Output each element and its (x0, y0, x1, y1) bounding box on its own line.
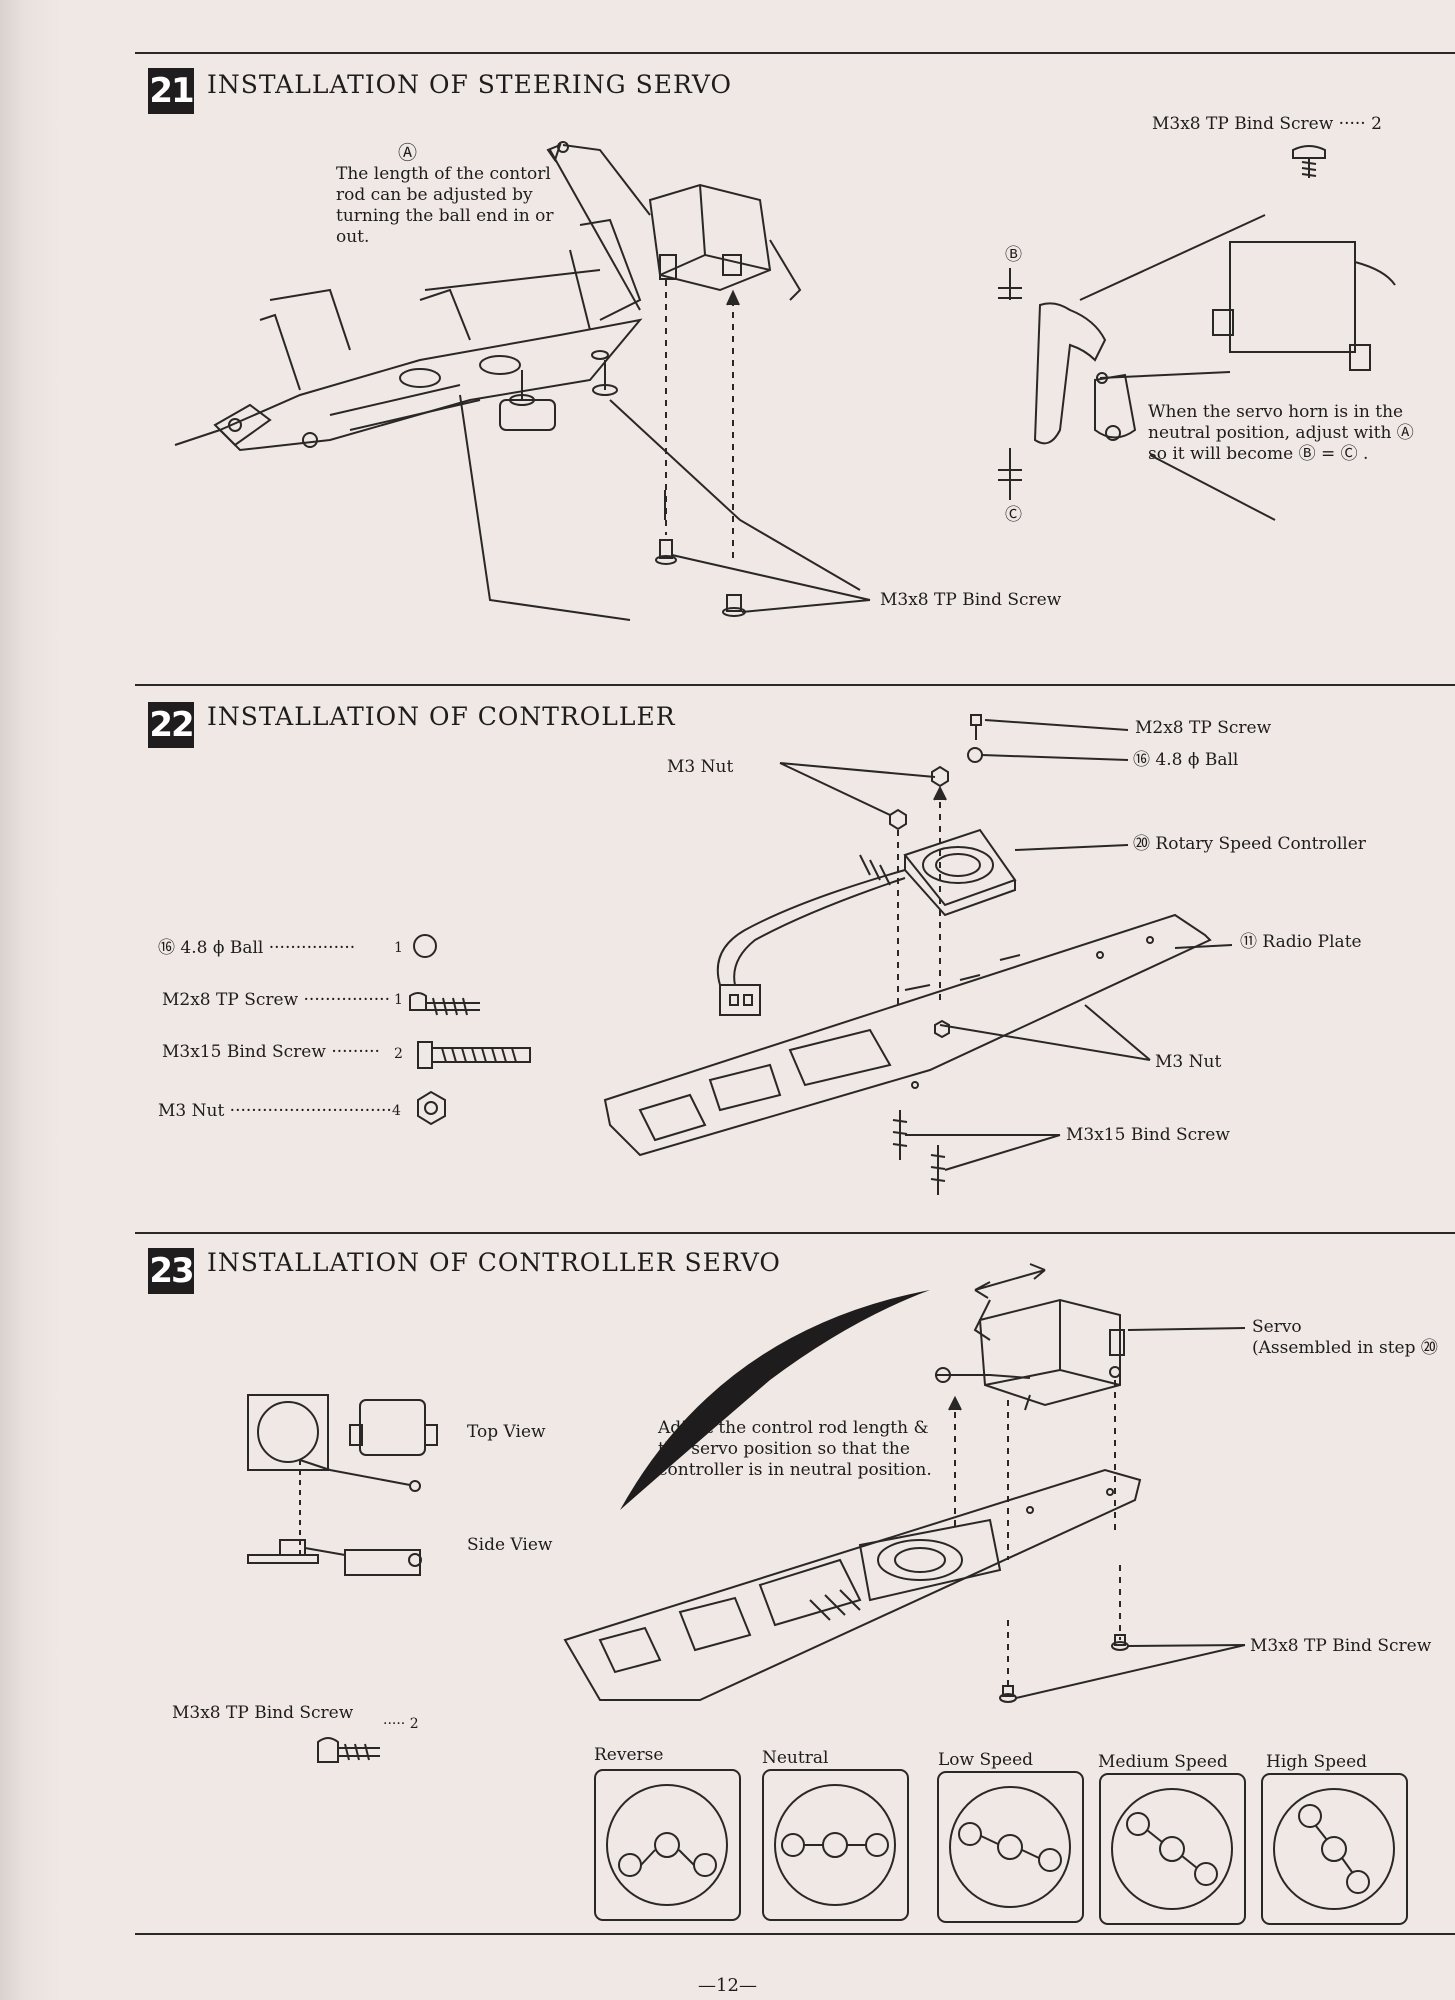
side-view-label: Side View (467, 1535, 553, 1555)
position-neutral-diagram (762, 1769, 909, 1921)
marker-b: Ⓑ (1005, 245, 1022, 265)
controller-assembly-drawing (603, 714, 1233, 1195)
servo-neutral-note: When the servo horn is in the neutral po… (1148, 402, 1414, 464)
servo-callout: Servo (1252, 1317, 1302, 1337)
position-label-reverse: Reverse (594, 1745, 664, 1765)
marker-a: Ⓐ (398, 142, 418, 164)
screw-callout: M3x8 TP Bind Screw (1250, 1636, 1432, 1656)
rod-adjust-note: The length of the contorl rod can be adj… (336, 164, 554, 247)
rotary-controller-callout: ⑳ Rotary Speed Controller (1133, 834, 1366, 854)
part-header: M3x8 TP Bind Screw ····· 2 (1152, 114, 1382, 134)
m2x8-callout: M2x8 TP Screw (1135, 718, 1272, 738)
top-view-label: Top View (467, 1422, 546, 1442)
m3x15-callout: M3x15 Bind Screw (1066, 1125, 1230, 1145)
part-qty: 2 (394, 1046, 403, 1062)
controller-servo-assembly-drawing (317, 1263, 1246, 1763)
ball-callout: ⑯ 4.8 ϕ Ball (1133, 750, 1239, 770)
part-qty: 1 (394, 940, 403, 956)
marker-c: Ⓒ (1005, 505, 1022, 525)
controller-positions-drawing (594, 1769, 1408, 1925)
part-list-m3-nut: M3 Nut ······························ (158, 1101, 392, 1121)
section-title: INSTALLATION OF CONTROLLER (207, 702, 676, 731)
section-rule (135, 1232, 1455, 1234)
m3-nut-callout: M3 Nut (667, 757, 734, 777)
position-high-diagram (1261, 1773, 1408, 1925)
page-edge (0, 0, 60, 2000)
position-label-medium: Medium Speed (1098, 1752, 1228, 1772)
adjust-note: Adjust the control rod length & the serv… (658, 1418, 932, 1480)
servo-views-drawing (247, 1394, 438, 1576)
part-list-m3x15: M3x15 Bind Screw ········· (162, 1042, 380, 1062)
section-rule (135, 52, 1455, 54)
position-label-neutral: Neutral (762, 1748, 829, 1768)
screw-callout: M3x8 TP Bind Screw (880, 590, 1062, 610)
part-qty: 1 (394, 992, 403, 1008)
footer-rule (135, 1933, 1455, 1935)
position-reverse-diagram (594, 1769, 741, 1921)
servo-assembled-note: (Assembled in step ⑳ (1252, 1338, 1438, 1358)
position-low-diagram (937, 1771, 1084, 1923)
section-title: INSTALLATION OF CONTROLLER SERVO (207, 1248, 781, 1277)
part-list-icons (409, 934, 531, 1126)
part-list-ball: ⑯ 4.8 ϕ Ball ················ (158, 938, 356, 958)
position-label-low: Low Speed (938, 1750, 1034, 1770)
part-list-m2x8: M2x8 TP Screw ················ (162, 990, 390, 1010)
section-title: INSTALLATION OF STEERING SERVO (207, 70, 732, 99)
radio-plate-callout: ⑪ Radio Plate (1240, 932, 1362, 952)
servo-horn-neutral-drawing (998, 145, 1396, 521)
part-list-m3x8: M3x8 TP Bind Screw (172, 1703, 354, 1723)
position-medium-diagram (1099, 1773, 1246, 1925)
section-rule (135, 684, 1455, 686)
position-label-high: High Speed (1266, 1752, 1368, 1772)
part-qty: ····· 2 (383, 1716, 419, 1732)
step-number-badge: 23 (148, 1248, 195, 1294)
step-number-badge: 21 (148, 68, 195, 114)
part-qty: 4 (392, 1103, 401, 1119)
page-number: —12— (698, 1975, 757, 1996)
step-number-badge: 22 (148, 702, 195, 748)
steering-assembly-drawing (174, 141, 871, 621)
m3-nut-callout-lower: M3 Nut (1155, 1052, 1222, 1072)
